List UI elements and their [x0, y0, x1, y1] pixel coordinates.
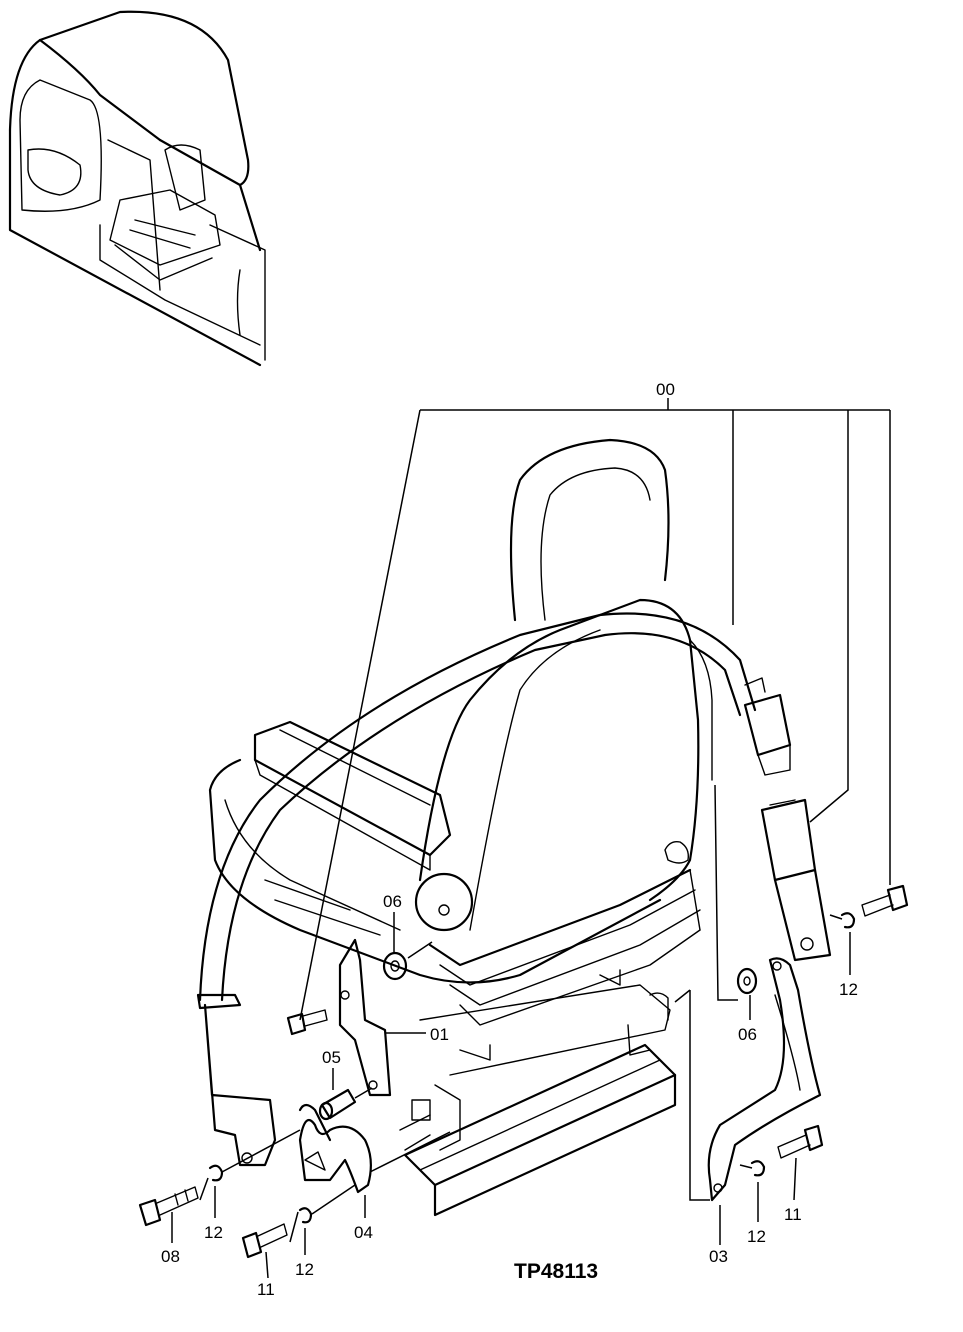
- callout-04: 04: [354, 1223, 373, 1242]
- washer-part-06-right: [736, 967, 758, 995]
- bolt-part-08: [138, 1186, 199, 1227]
- callout-labels: 00 01 06 05 04 03 06 12 11 12 08 12 11 1…: [161, 380, 858, 1299]
- washer-part-06-left: [382, 951, 408, 981]
- callout-12-lower: 12: [295, 1260, 314, 1279]
- bracket-part-01: [338, 938, 392, 1097]
- operator-seat: [208, 438, 713, 1217]
- belt-tongue-part: [743, 677, 792, 776]
- bolt-part-11-left: [241, 1223, 288, 1259]
- spacer-part-05: [318, 1088, 357, 1121]
- callout-03: 03: [709, 1247, 728, 1266]
- drawing-reference-id: TP48113: [514, 1260, 598, 1283]
- seat-belt-webbing: [198, 612, 757, 1002]
- bolt-top-right: [861, 884, 909, 917]
- left-belt-anchor: [196, 993, 277, 1167]
- lock-washer-parts-12: [208, 912, 856, 1224]
- callout-12-left: 12: [204, 1223, 223, 1242]
- callout-06-right: 06: [738, 1025, 757, 1044]
- belt-retractor-part-04: [298, 1103, 372, 1194]
- bolt-part-11-right: [777, 1124, 824, 1159]
- callout-05: 05: [322, 1048, 341, 1067]
- cab-overview-illustration: [8, 10, 266, 367]
- buckle-part: [760, 798, 832, 962]
- leader-lines: [171, 398, 891, 1279]
- callout-06-left: 06: [383, 892, 402, 911]
- callout-08: 08: [161, 1247, 180, 1266]
- callout-12-top-right: 12: [839, 980, 858, 999]
- callout-11-right: 11: [784, 1205, 802, 1224]
- callout-00: 00: [656, 380, 675, 399]
- callout-01: 01: [430, 1025, 449, 1044]
- callout-11-left: 11: [257, 1280, 275, 1299]
- bolt-at-bracket: [286, 1009, 328, 1036]
- callout-12-right: 12: [747, 1227, 766, 1246]
- lower-belt-strap-part-03: [707, 957, 822, 1202]
